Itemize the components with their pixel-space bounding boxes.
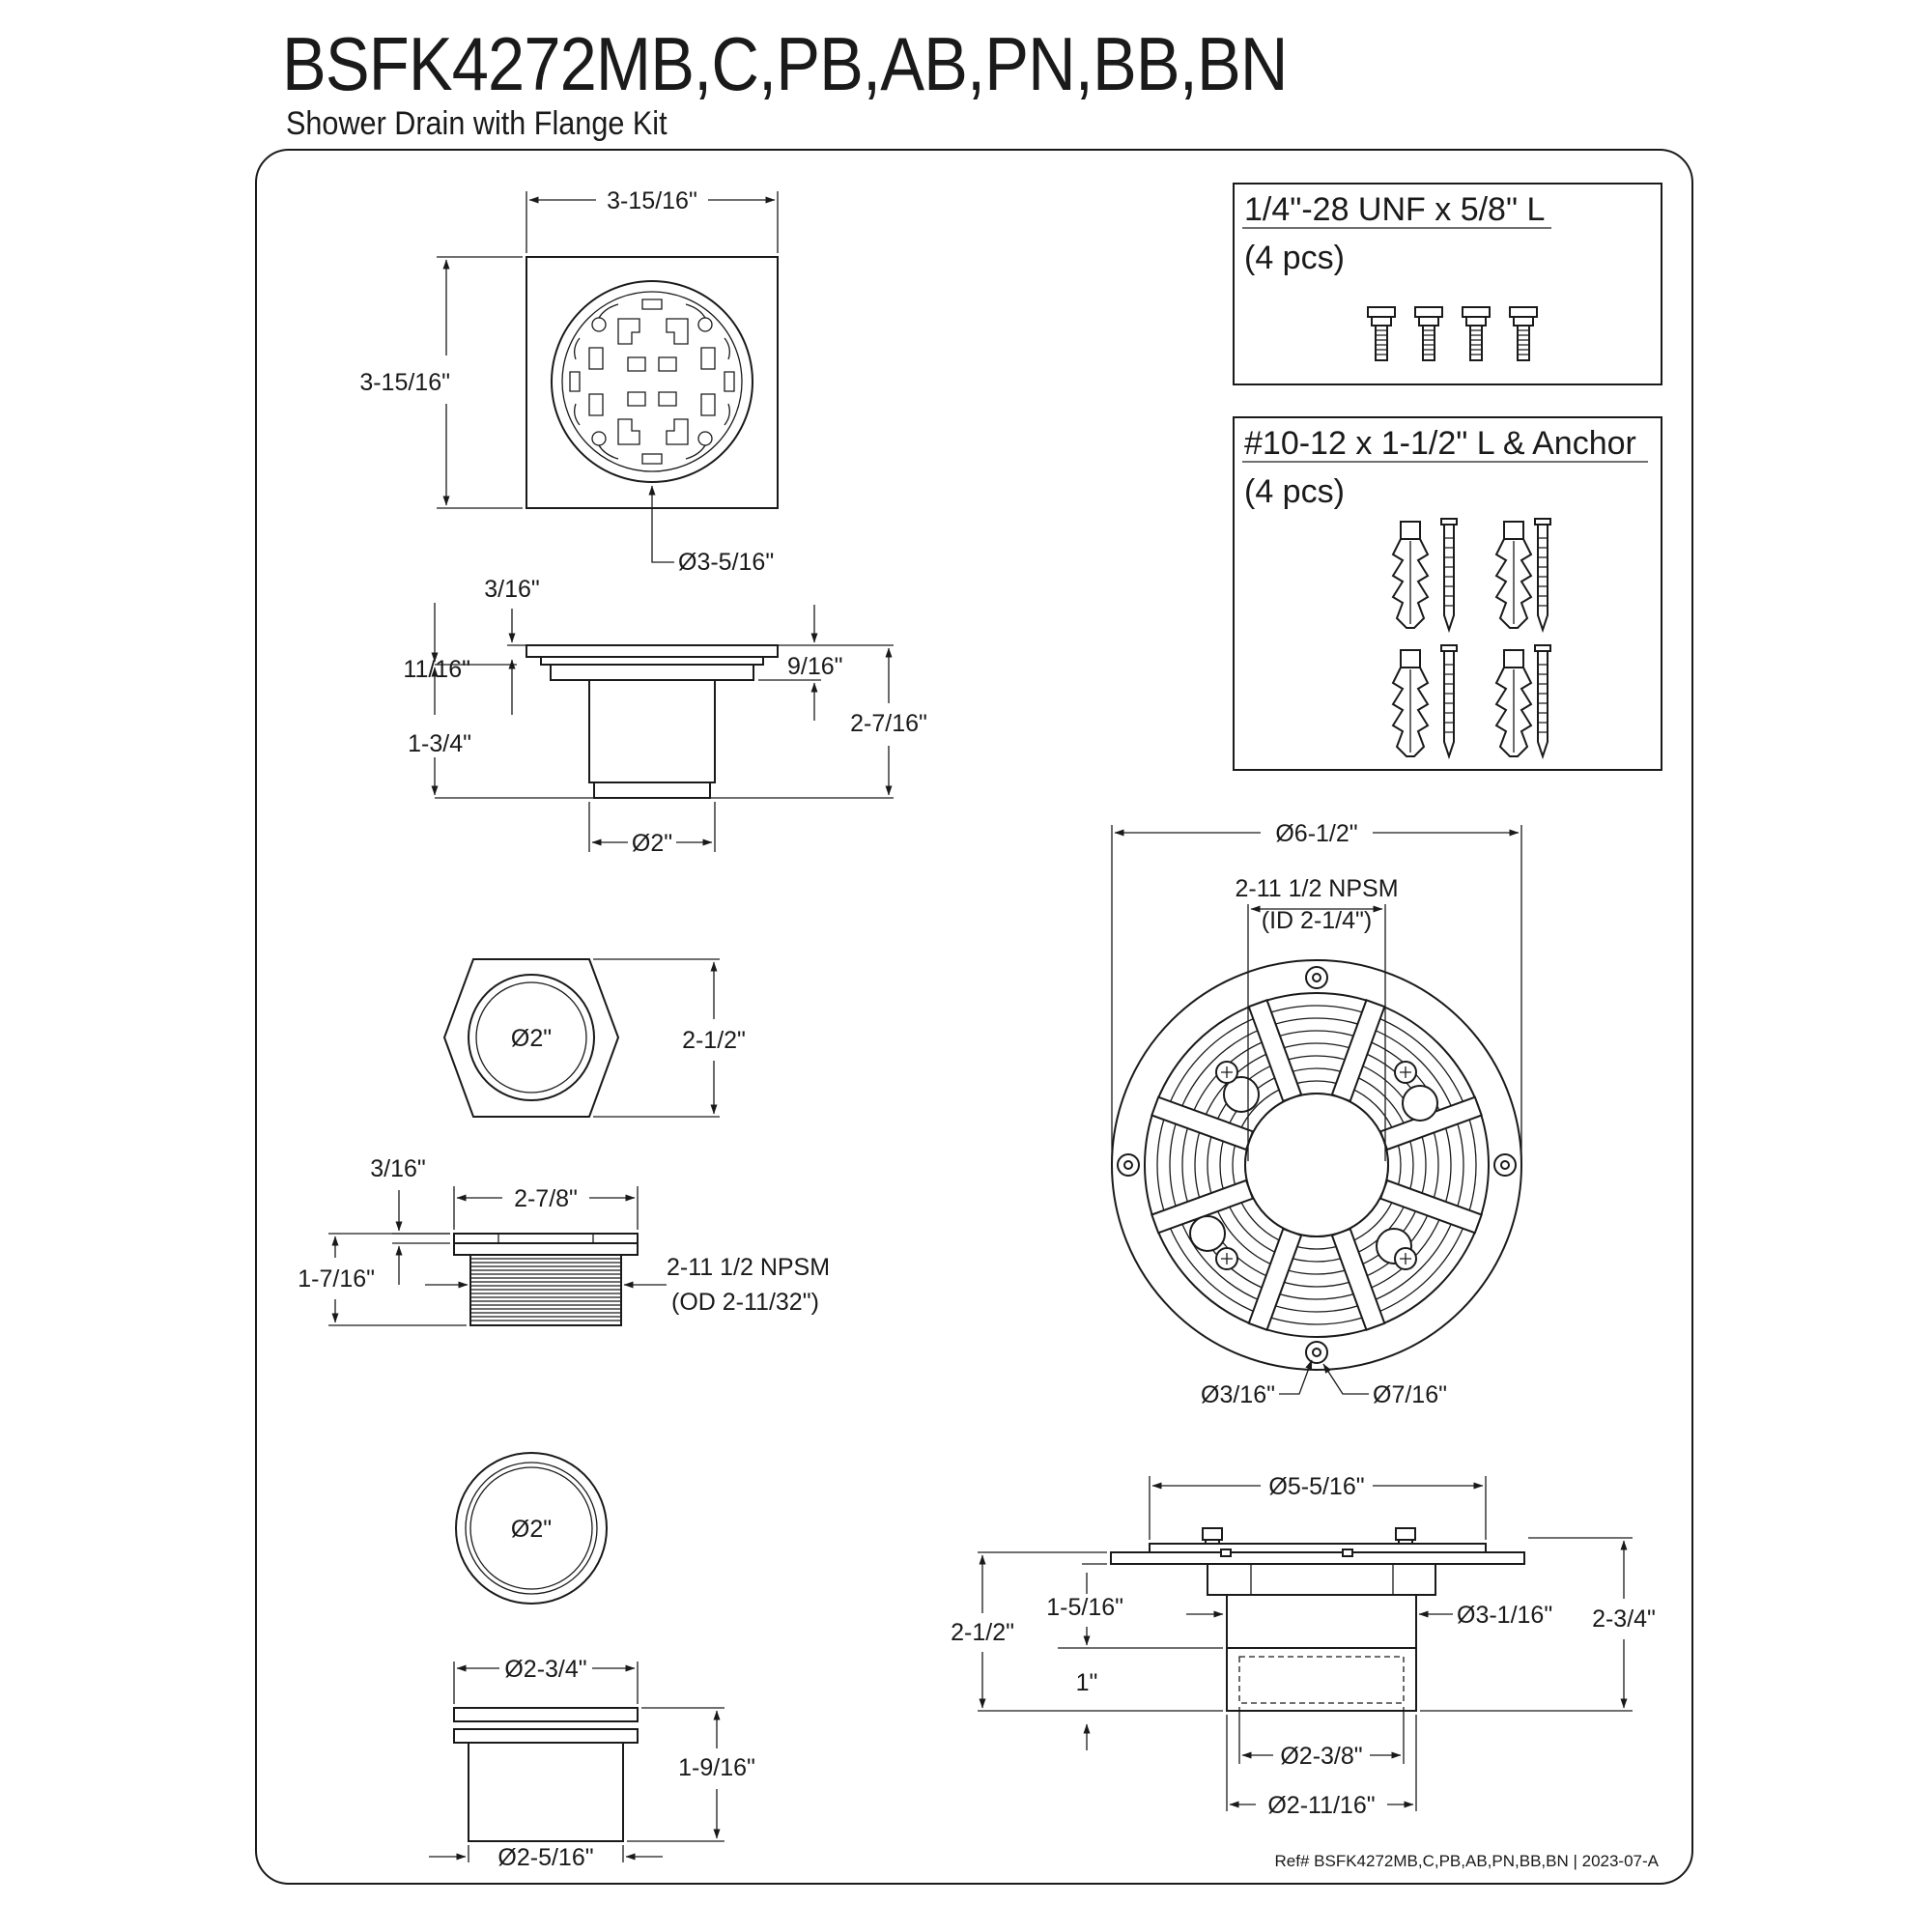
- grate-height-label: 3-15/16": [359, 369, 450, 396]
- screws-qty: (4 pcs): [1244, 240, 1345, 276]
- flange-thread-label: 2-11 1/2 NPSM: [1235, 875, 1398, 902]
- hex-across-label: 2-1/2": [682, 1027, 746, 1054]
- adapter-top-label: 3/16": [370, 1155, 426, 1182]
- flange-outer-label: Ø2-11/16": [1267, 1792, 1375, 1819]
- flange-right-total-label: 2-3/4": [1592, 1605, 1656, 1633]
- hex-bore-label: Ø2": [511, 1025, 552, 1052]
- ring-bore-label: Ø2": [511, 1516, 552, 1543]
- grate-body-label: 1-3/4": [408, 730, 471, 757]
- grate-right-step-label: 9/16": [787, 653, 843, 680]
- adapter-side-view: 2-7/8" 3/16" 1-7/16" 2-11 1/2 NPSM (OD 2…: [298, 1155, 830, 1326]
- drawing-frame: [255, 149, 1693, 1885]
- flange-diameter-label: Ø6-1/2": [1275, 820, 1357, 847]
- screws-box: 1/4"-28 UNF x 5/8" L (4 pcs): [1233, 183, 1662, 385]
- grate-step-label: 11/16": [403, 656, 470, 683]
- ring-width-label: Ø2-3/4": [504, 1656, 586, 1683]
- anchors-spec: #10-12 x 1-1/2" L & Anchor: [1244, 425, 1636, 462]
- flange-upper-label: 1-5/16": [1046, 1594, 1123, 1621]
- ring-top-view: Ø2": [455, 1452, 608, 1605]
- flange-hole-label: Ø3/16": [1201, 1381, 1275, 1408]
- page-subtitle: Shower Drain with Flange Kit: [286, 105, 668, 142]
- grate-top-view: 3-15/16" 3-15/16" Ø3-5/16": [359, 187, 779, 576]
- ring-height-label: 1-9/16": [678, 1754, 755, 1781]
- flange-top-view: Ø6-1/2" 2-11 1/2 NPSM (ID 2-1/4") Ø3/16"…: [1111, 820, 1522, 1408]
- adapter-width-label: 2-7/8": [514, 1185, 578, 1212]
- flange-thread-id-label: (ID 2-1/4"): [1262, 907, 1372, 934]
- flange-left-total-label: 2-1/2": [951, 1619, 1014, 1646]
- flange-boss-label: Ø7/16": [1373, 1381, 1447, 1408]
- adapter-thread-od-label: (OD 2-11/32"): [671, 1289, 819, 1316]
- flange-side-width-label: Ø5-5/16": [1268, 1473, 1364, 1500]
- hex-nut-view: Ø2" 2-1/2": [442, 958, 746, 1118]
- flange-side-view: Ø5-5/16" 2-1/2" 1-5/16" 1" Ø3-1/16" 2-3/…: [951, 1473, 1656, 1819]
- grate-top-label: 3/16": [484, 576, 540, 603]
- grate-side-view: 3/16" 11/16" 1-3/4" 9/16" 2-7/16" Ø2": [403, 576, 926, 857]
- flange-inner-label: Ø2-3/8": [1280, 1743, 1362, 1770]
- ring-side-view: Ø2-3/4" 1-9/16" Ø2-5/16": [429, 1656, 755, 1871]
- anchors-qty: (4 pcs): [1244, 473, 1345, 510]
- reference-number: Ref# BSFK4272MB,C,PB,AB,PN,BB,BN | 2023-…: [1275, 1852, 1660, 1870]
- grate-diameter-label: Ø3-5/16": [678, 549, 774, 576]
- grate-width-label: 3-15/16": [607, 187, 697, 214]
- mount-screw-icon: [1215, 1061, 1417, 1270]
- flange-body-od-label: Ø3-1/16": [1457, 1602, 1552, 1629]
- ring-bottom-label: Ø2-5/16": [497, 1844, 593, 1871]
- screws-spec: 1/4"-28 UNF x 5/8" L: [1244, 191, 1545, 228]
- grate-outlet-label: Ø2": [632, 830, 672, 857]
- adapter-thread-label: 2-11 1/2 NPSM: [667, 1254, 830, 1281]
- adapter-height-label: 1-7/16": [298, 1265, 375, 1293]
- grate-total-label: 2-7/16": [850, 710, 927, 737]
- screw-icon: [1367, 306, 1538, 361]
- anchor-icon: [1391, 518, 1551, 760]
- flange-lower-label: 1": [1076, 1669, 1098, 1696]
- page-title: BSFK4272MB,C,PB,AB,PN,BB,BN: [282, 21, 1288, 106]
- anchors-box: #10-12 x 1-1/2" L & Anchor (4 pcs): [1233, 416, 1662, 771]
